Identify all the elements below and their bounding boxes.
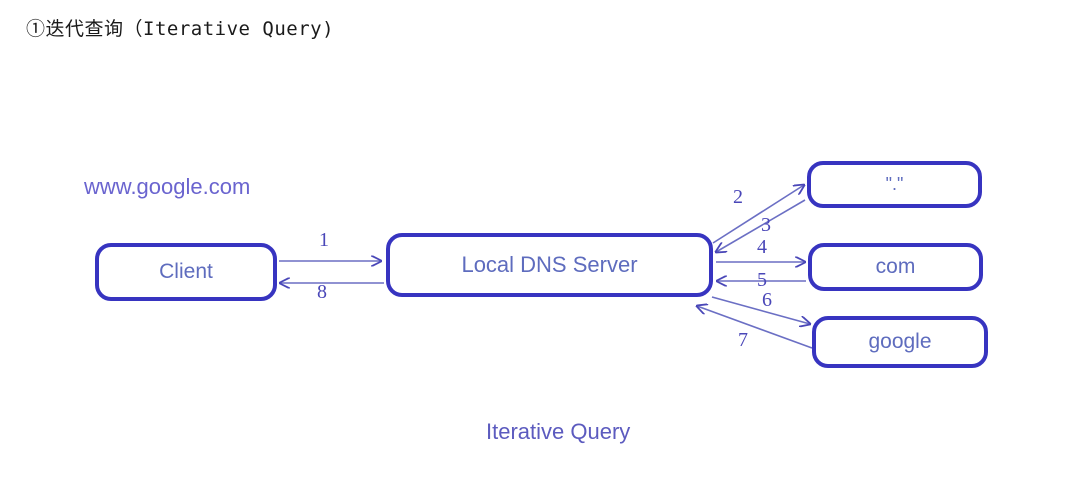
edge-label-8: 8 <box>317 281 327 303</box>
node-google-label: google <box>868 330 932 353</box>
node-local-dns-server[interactable]: Local DNS Server <box>386 233 713 297</box>
edge-label-1: 1 <box>319 229 329 251</box>
edge-7-google-to-dns <box>697 306 813 349</box>
edge-label-6: 6 <box>762 289 772 311</box>
edge-6-dns-to-google <box>711 296 810 324</box>
edge-label-4: 4 <box>757 236 767 258</box>
query-name-label: www.google.com <box>84 174 251 199</box>
edge-2-dns-to-root <box>712 185 804 244</box>
node-root-label: "." <box>885 174 904 194</box>
node-com-domain[interactable]: com <box>808 243 983 291</box>
node-dns-label: Local DNS Server <box>461 252 638 277</box>
edge-label-7: 7 <box>738 329 748 351</box>
page-title: ①迭代查询（Iterative Query) <box>26 18 335 40</box>
edge-label-5: 5 <box>757 269 767 291</box>
node-com-label: com <box>875 255 916 278</box>
node-google-domain[interactable]: google <box>812 316 988 368</box>
edge-label-2: 2 <box>733 186 743 208</box>
node-client[interactable]: Client <box>95 243 277 301</box>
edge-3-root-to-dns <box>716 199 806 252</box>
edge-label-3: 3 <box>761 214 771 236</box>
node-client-label: Client <box>159 260 213 283</box>
node-root-domain[interactable]: "." <box>807 161 982 208</box>
diagram-caption: Iterative Query <box>486 419 631 444</box>
